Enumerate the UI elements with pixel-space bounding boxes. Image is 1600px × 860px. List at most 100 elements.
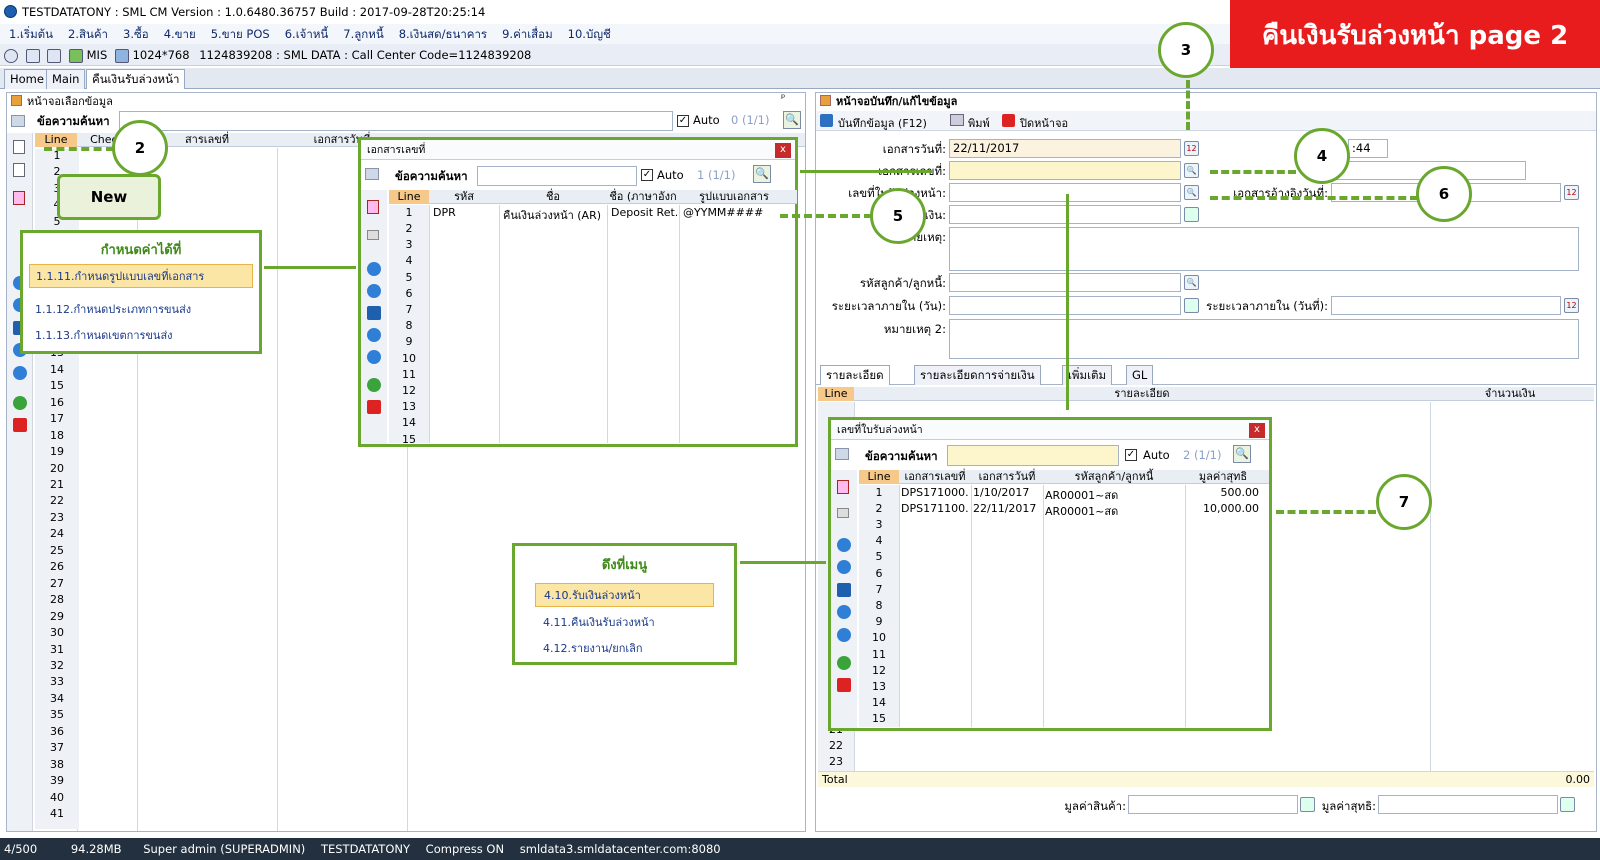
arrow-down-icon[interactable] (13, 366, 27, 380)
note2-field[interactable] (949, 319, 1579, 359)
menu-accounting[interactable]: 10.บัญชี (567, 27, 611, 41)
table-row-format[interactable]: @YYMM#### (683, 206, 764, 219)
table-row-doc-no[interactable]: DPS171100.. (901, 502, 969, 515)
calendar-icon[interactable]: 12 (1564, 298, 1579, 313)
col-doc-no[interactable]: สารเลขที่ (184, 133, 230, 146)
config-item-transport-zone[interactable]: 1.1.13.กำหนดเขตการขนส่ง (35, 329, 173, 342)
arrow-left-icon[interactable] (837, 538, 851, 552)
arrow-left-icon[interactable] (367, 262, 381, 276)
checklist-icon[interactable] (367, 200, 379, 214)
window-icon[interactable] (25, 48, 40, 63)
close-screen-button[interactable]: ปิดหน้าจอ (1020, 117, 1069, 130)
tab-payment-details[interactable]: รายละเอียดการจ่ายเงิน (914, 365, 1041, 385)
tab-gl[interactable]: GL (1126, 365, 1154, 385)
amount-field[interactable] (949, 205, 1181, 224)
close-icon[interactable] (837, 678, 851, 692)
arrow-down-icon[interactable] (367, 350, 381, 364)
search-icon[interactable]: 🔍 (753, 165, 771, 183)
help-icon[interactable] (367, 378, 381, 392)
tree-icon[interactable] (365, 168, 379, 180)
search-icon[interactable]: 🔍 (1184, 275, 1199, 290)
table-row-name[interactable]: คืนเงินล่วงหน้า (AR) (503, 209, 602, 222)
doc-date-field[interactable]: 22/11/2017 (949, 139, 1181, 158)
table-row-customer[interactable]: AR00001~สด (1045, 505, 1119, 518)
fast-forward-icon[interactable] (837, 583, 851, 597)
config-item-transport-type[interactable]: 1.1.12.กำหนดประเภทการขนส่ง (35, 303, 192, 316)
menu-cash-bank[interactable]: 8.เงินสด/ธนาคาร (398, 27, 488, 41)
menu-pos[interactable]: 5.ขาย POS (210, 27, 270, 41)
menu-item-deposit-receive[interactable]: 4.10.รับเงินล่วงหน้า (535, 583, 714, 607)
tree-icon[interactable] (11, 115, 25, 127)
list-icon[interactable] (367, 230, 379, 240)
tab-main[interactable]: Main (46, 69, 86, 89)
pin-icon[interactable]: ᵖ (781, 93, 786, 104)
new-document-icon[interactable] (13, 140, 25, 154)
auto-checkbox[interactable]: ✓ (1125, 449, 1137, 461)
table-row-doc-no[interactable]: DPS171000.. (901, 486, 969, 499)
image-icon[interactable] (114, 48, 129, 63)
mis-label[interactable]: MIS (86, 48, 108, 62)
checklist-icon[interactable] (837, 480, 849, 494)
menu-start[interactable]: 1.เริ่มต้น (9, 27, 53, 41)
calculator-icon[interactable] (1184, 207, 1199, 222)
document-icon[interactable] (13, 163, 25, 177)
col-line[interactable]: Line (859, 470, 899, 484)
tab-deposit-refund[interactable]: คืนเงินรับล่วงหน้า (86, 69, 186, 89)
close-icon[interactable] (13, 418, 27, 432)
fast-forward-icon[interactable] (367, 306, 381, 320)
auto-checkbox[interactable]: ✓ (677, 115, 689, 127)
close-icon[interactable]: x (775, 143, 791, 158)
arrow-right-icon[interactable] (367, 284, 381, 298)
doc-popup-search-input[interactable] (477, 166, 637, 186)
calculator-icon[interactable] (1184, 298, 1199, 313)
menu-item-deposit-refund[interactable]: 4.11.คืนเงินรับล่วงหน้า (543, 616, 655, 629)
col-name-en[interactable]: ชื่อ (ภาษาอังก (609, 190, 677, 203)
menu-receivable[interactable]: 7.ลูกหนี้ (343, 27, 384, 41)
config-item-doc-format[interactable]: 1.1.11.กำหนดรูปแบบเลขที่เอกสาร (29, 264, 253, 288)
doc-no-field[interactable] (949, 161, 1181, 180)
calculator-icon[interactable] (47, 48, 62, 63)
tab-details[interactable]: รายละเอียด (820, 365, 890, 385)
table-row-customer[interactable]: AR00001~สด (1045, 489, 1119, 502)
date-within-field[interactable] (1331, 296, 1561, 315)
close-icon[interactable] (367, 400, 381, 414)
chevron-down-icon[interactable] (4, 48, 18, 63)
save-icon[interactable] (820, 114, 833, 127)
resolution-label[interactable]: 1024*768 (132, 48, 190, 62)
col-name[interactable]: ชื่อ (545, 190, 561, 203)
menu-item-report-cancel[interactable]: 4.12.รายงาน/ยกเลิก (543, 642, 643, 655)
deposit-popup-search-input[interactable] (947, 445, 1119, 466)
deposit-no-field[interactable] (949, 183, 1181, 202)
help-icon[interactable] (13, 396, 27, 410)
calendar-icon[interactable]: 12 (1184, 141, 1199, 156)
table-row-doc-date[interactable]: 1/10/2017 (973, 486, 1030, 499)
days-field[interactable] (949, 296, 1181, 315)
help-icon[interactable] (837, 656, 851, 670)
close-icon[interactable]: x (1249, 423, 1265, 438)
note-field[interactable] (949, 227, 1579, 271)
col-customer[interactable]: รหัสลูกค้า/ลูกหนี้ (1074, 470, 1154, 483)
table-row-code[interactable]: DPR (433, 206, 456, 219)
col-net-value[interactable]: มูลค่าสุทธิ (1198, 470, 1248, 483)
list-icon[interactable] (837, 508, 849, 518)
chart-icon[interactable] (68, 48, 83, 63)
goods-value-field[interactable] (1128, 795, 1298, 814)
menu-payable[interactable]: 6.เจ้าหนี้ (284, 27, 329, 41)
search-icon[interactable]: 🔍 (1184, 185, 1199, 200)
col-line[interactable]: Line (389, 190, 429, 204)
search-icon[interactable]: 🔍 (1233, 445, 1251, 463)
calculator-icon[interactable] (1560, 797, 1575, 812)
tree-icon[interactable] (835, 448, 849, 460)
col-doc-date[interactable]: เอกสารวันที่ (313, 133, 371, 146)
col-doc-no[interactable]: เอกสารเลขที่ (904, 470, 966, 483)
col-doc-date[interactable]: เอกสารวันที่ (978, 470, 1036, 483)
col-detail[interactable]: รายละเอียด (1114, 387, 1170, 400)
menu-buy[interactable]: 3.ซื้อ (123, 27, 149, 41)
customer-field[interactable] (949, 273, 1181, 292)
table-row-name-en[interactable]: Deposit Ret.. (611, 206, 677, 219)
checklist-icon[interactable] (13, 191, 25, 205)
arrow-up-icon[interactable] (837, 605, 851, 619)
tab-home[interactable]: Home (4, 69, 50, 89)
search-icon[interactable]: 🔍 (783, 111, 801, 129)
search-icon[interactable]: 🔍 (1184, 163, 1199, 178)
